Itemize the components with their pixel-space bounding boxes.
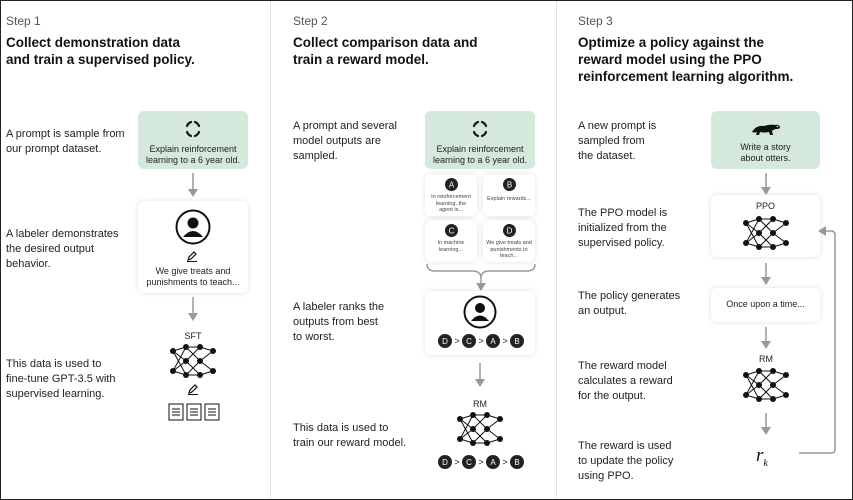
merge-brace-icon — [426, 263, 536, 291]
labeler-icon — [175, 209, 211, 245]
arrow-down-icon — [761, 413, 771, 435]
rm-label: RM — [473, 399, 487, 409]
svg-text:C: C — [466, 458, 472, 467]
step-2-label: Step 2 — [293, 14, 328, 28]
svg-text:C: C — [466, 337, 472, 346]
svg-text:B: B — [514, 458, 519, 467]
letter-badge: D — [503, 224, 516, 237]
svg-text:>: > — [454, 457, 459, 467]
pencil-icon — [187, 251, 197, 262]
column-divider — [556, 1, 557, 499]
svg-text:D: D — [442, 458, 448, 467]
dataset-icon — [472, 120, 488, 138]
network-icon — [743, 216, 789, 250]
rank-badge: D — [438, 334, 452, 348]
letter-badge: C — [445, 224, 458, 237]
output-text: Once upon a time... — [726, 299, 805, 309]
dataset-icon — [185, 120, 201, 138]
svg-text:C: C — [449, 227, 455, 236]
output-card-b: B Explain rewards... — [483, 174, 535, 216]
labeler-icon — [463, 295, 497, 329]
sft-label: SFT — [184, 331, 202, 341]
rm-label: RM — [759, 354, 773, 364]
arrow-down-icon — [761, 263, 771, 285]
letter-badge: B — [503, 178, 516, 191]
arrow-down-icon — [761, 173, 771, 195]
svg-text:>: > — [454, 336, 459, 346]
arrow-down-icon — [761, 327, 771, 349]
documents-icon — [168, 403, 220, 421]
network-icon — [743, 368, 789, 402]
rank-badge: B — [510, 334, 524, 348]
svg-text:>: > — [502, 336, 507, 346]
ranking-row: D > C > A > B — [438, 334, 524, 348]
ranking-row: D > C > A > B — [438, 455, 524, 469]
svg-text:A: A — [490, 337, 496, 346]
pencil-icon — [188, 384, 198, 395]
feedback-arrow-icon — [799, 226, 836, 454]
arrow-down-icon — [475, 363, 485, 387]
step-1-label: Step 1 — [6, 14, 41, 28]
network-icon — [170, 344, 216, 378]
otter-icon — [751, 124, 780, 135]
rank-badge: A — [486, 334, 500, 348]
step-3-label: Step 3 — [578, 14, 613, 28]
svg-text:A: A — [449, 181, 455, 190]
svg-text:>: > — [502, 457, 507, 467]
column-divider — [270, 1, 271, 499]
rank-badge: D — [438, 455, 452, 469]
network-icon — [457, 412, 503, 446]
rank-badge: C — [462, 334, 476, 348]
svg-text:>: > — [478, 336, 483, 346]
svg-text:A: A — [490, 458, 496, 467]
svg-text:>: > — [478, 457, 483, 467]
svg-text:D: D — [507, 227, 513, 236]
rank-badge: C — [462, 455, 476, 469]
letter-badge: A — [445, 178, 458, 191]
reward-symbol: rk — [756, 445, 768, 469]
svg-text:B: B — [507, 181, 512, 190]
svg-text:B: B — [514, 337, 519, 346]
rank-badge: B — [510, 455, 524, 469]
policy-output-card: Once upon a time... — [711, 288, 820, 322]
svg-text:D: D — [442, 337, 448, 346]
ppo-label: PPO — [755, 201, 775, 211]
arrow-down-icon — [188, 297, 198, 321]
rank-badge: A — [486, 455, 500, 469]
ppo-model-card: PPO — [711, 195, 820, 257]
arrow-down-icon — [188, 173, 198, 197]
